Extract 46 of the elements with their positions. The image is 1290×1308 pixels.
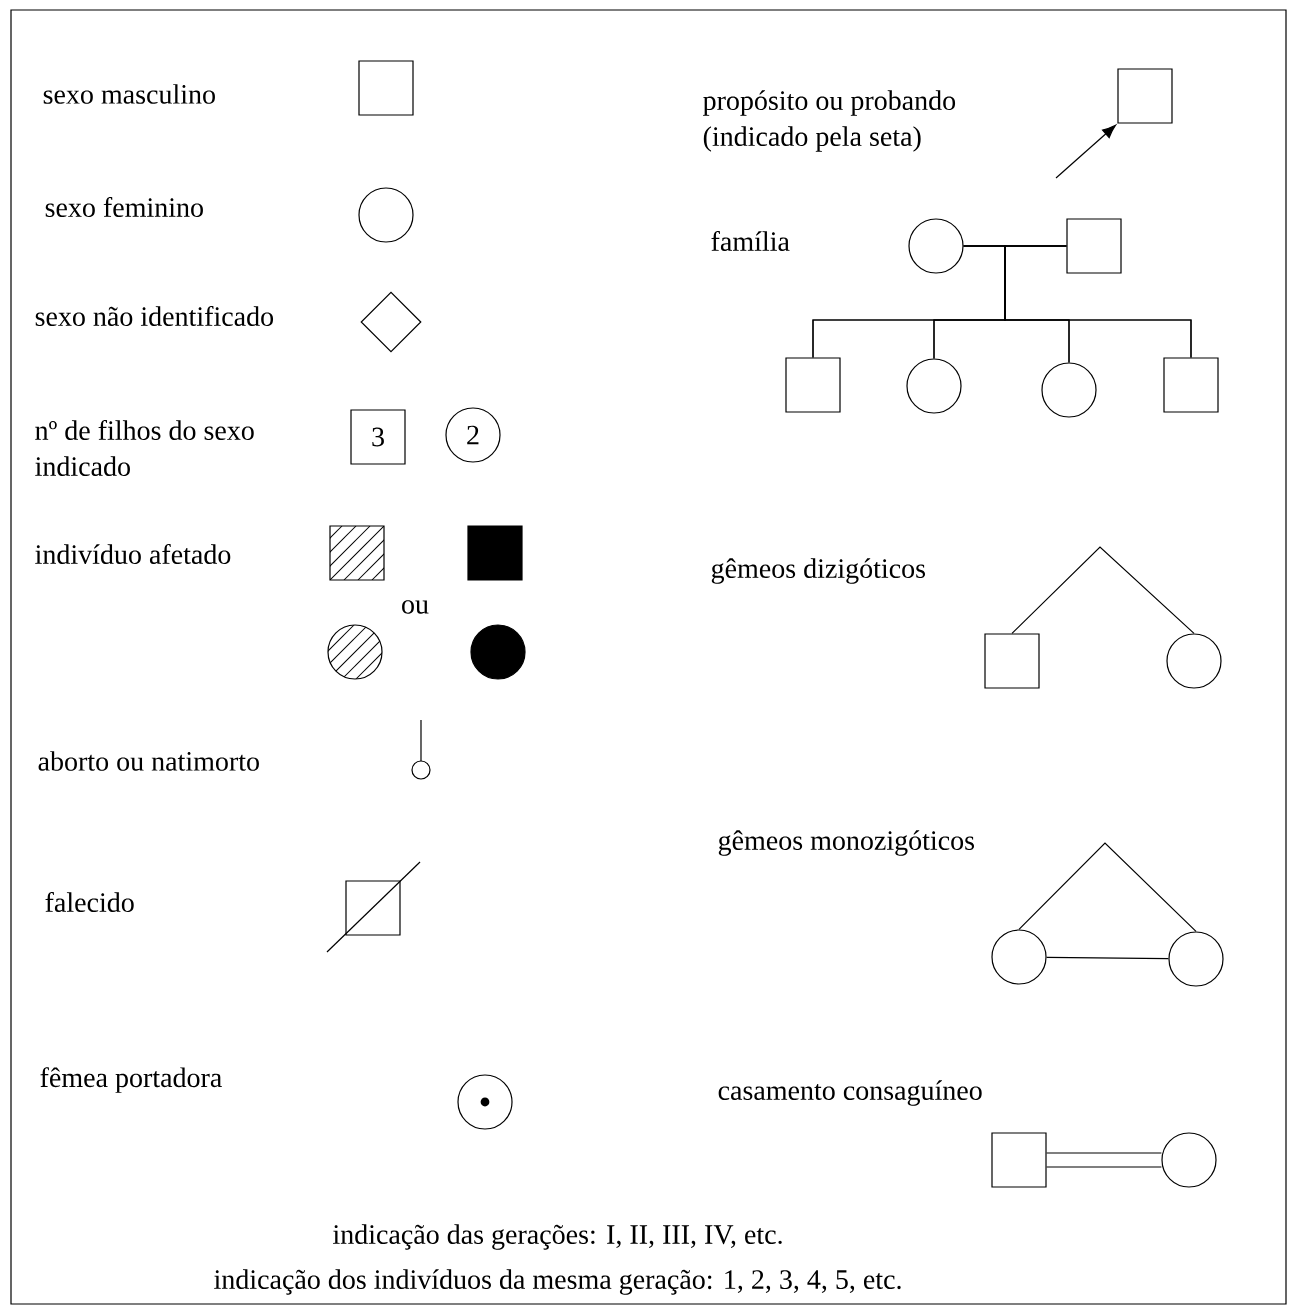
filled-square-symbol [467,525,523,581]
twin-line [1018,842,1197,932]
arrow [1055,124,1117,179]
small-circle-symbol [411,719,431,780]
symbol-label: indivíduo afetado [35,544,231,564]
symbol-label: sexo não identificado [35,306,274,326]
twin-line [1011,546,1195,634]
symbol-label: aborto ou natimorto [38,751,259,771]
symbol-label: nº de filhos do sexo indicado [35,420,254,476]
symbol-label: família [711,231,790,251]
square-symbol [1163,357,1219,413]
symbol-label: gêmeos monozigóticos [718,830,974,856]
note-text: indicação dos indivíduos da mesma geração: 1, 2, 3, 4, 5, etc. [214,1269,901,1295]
diamond-symbol [360,291,422,353]
symbol-label: sexo feminino [45,197,203,217]
symbol-label: fêmea portadora [40,1067,222,1093]
circle-symbol [1168,931,1224,987]
square-symbol [785,357,841,413]
pedigree-line [1004,245,1192,358]
square-symbol [358,60,414,116]
circle-symbol [1166,633,1222,689]
circle-symbol [991,929,1047,985]
square-symbol [1066,218,1122,274]
connector-word: ou [402,600,429,614]
note-text: indicação das gerações: I, II, III, IV, etc. [333,1224,782,1250]
hatched-circle-symbol [327,624,383,680]
double-line [1046,1152,1162,1154]
symbol-label: falecido [45,892,134,912]
pedigree-line [1046,956,1169,960]
square-symbol [991,1132,1047,1188]
hatched-square-symbol [329,525,385,581]
circle-symbol [906,358,962,414]
square-symbol [984,633,1040,689]
double-line [1046,1166,1162,1168]
circle-symbol [1161,1132,1217,1188]
circle-symbol [358,187,414,243]
symbol-label: sexo masculino [43,84,215,104]
symbol-label: gêmeos dizigóticos [711,558,925,584]
dotted-circle-symbol [457,1074,513,1130]
circle-symbol [1041,362,1097,418]
filled-circle-symbol [470,624,526,680]
square-symbol [1117,68,1173,124]
symbol-label: casamento consaguíneo [718,1080,982,1106]
crossed-square-symbol [326,861,421,953]
symbol-label: propósito ou probando (indicado pela seta) [703,90,956,152]
circle-symbol [908,218,964,274]
